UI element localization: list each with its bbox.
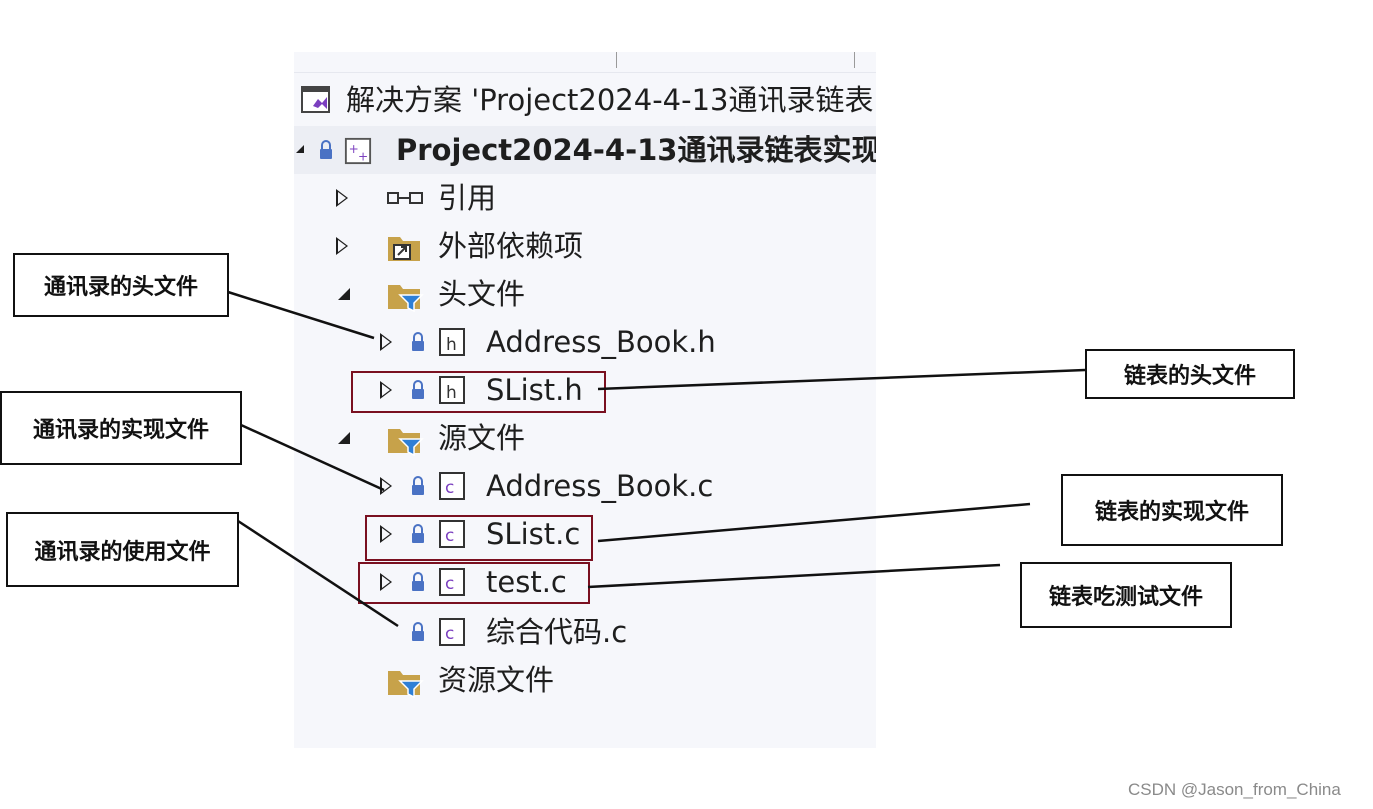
svg-text:h: h: [446, 383, 457, 403]
expand-arrow-icon[interactable]: [380, 333, 392, 351]
expanded-arrow-icon[interactable]: [338, 288, 350, 300]
highlight-box: [351, 371, 606, 413]
panel-toolbar-strip: [294, 52, 876, 73]
c-file-icon: c: [439, 568, 465, 596]
references-icon: [387, 192, 423, 204]
svg-text:c: c: [445, 478, 454, 498]
highlight-box: [365, 515, 593, 561]
source-folder-label: 源文件: [438, 421, 526, 455]
callout-address-use: 通讯录的使用文件: [6, 512, 239, 587]
svg-text:c: c: [445, 526, 454, 546]
callout-slist-impl: 链表的实现文件: [1061, 474, 1283, 546]
svg-text:+: +: [358, 149, 368, 163]
c-file-icon: c: [439, 472, 465, 500]
filter-folder-icon: [388, 285, 424, 313]
svg-text:c: c: [445, 574, 454, 594]
highlight-box: [358, 562, 590, 604]
toolbar-separator: [616, 52, 617, 68]
solution-explorer-panel: 解决方案 'Project2024-4-13通讯录链表 + + Project2…: [294, 52, 876, 748]
tree-item-source-file[interactable]: c Address_Book.c: [294, 462, 876, 510]
expand-arrow-icon[interactable]: [380, 381, 392, 399]
svg-text:+: +: [349, 142, 359, 156]
filter-folder-icon: [388, 671, 424, 699]
watermark: CSDN @Jason_from_China: [1128, 780, 1341, 799]
tree-item-header-file[interactable]: h Address_Book.h: [294, 318, 876, 366]
c-file-icon: c: [439, 618, 465, 646]
tree-item-source-folder[interactable]: 源文件: [294, 414, 876, 462]
lock-icon: [412, 622, 424, 641]
lock-icon: [412, 332, 424, 351]
expand-arrow-icon[interactable]: [296, 145, 304, 153]
tree-item-source-file[interactable]: c test.c: [294, 558, 876, 606]
tree-item-header-folder[interactable]: 头文件: [294, 270, 876, 318]
c-file-icon: c: [439, 520, 465, 548]
callout-address-impl: 通讯录的实现文件: [0, 391, 242, 465]
tree-item-references[interactable]: 引用: [294, 174, 876, 222]
filter-folder-icon: [388, 429, 424, 457]
file-label: Address_Book.h: [486, 325, 716, 359]
file-label: SList.c: [486, 517, 581, 551]
expanded-arrow-icon[interactable]: [338, 432, 350, 444]
tree-item-source-file[interactable]: c 综合代码.c: [294, 608, 876, 656]
solution-label: 解决方案 'Project2024-4-13通讯录链表: [346, 83, 874, 117]
callout-slist-header: 链表的头文件: [1085, 349, 1295, 399]
lock-icon: [320, 140, 332, 159]
project-label: Project2024-4-13通讯录链表实现: [396, 133, 876, 167]
file-label: SList.h: [486, 373, 583, 407]
svg-text:h: h: [446, 335, 457, 355]
lock-icon: [412, 380, 424, 399]
cpp-project-icon: + +: [344, 137, 372, 165]
toolbar-separator: [854, 52, 855, 68]
tree-item-external-deps[interactable]: 外部依赖项: [294, 222, 876, 270]
resource-folder-label: 资源文件: [438, 663, 555, 697]
tree-item-resource-folder[interactable]: 资源文件: [294, 656, 876, 704]
solution-icon: [301, 86, 330, 113]
external-deps-folder-icon: [388, 237, 420, 261]
callout-slist-test: 链表吃测试文件: [1020, 562, 1232, 628]
header-file-icon: h: [439, 328, 465, 356]
svg-text:c: c: [445, 624, 454, 644]
references-label: 引用: [438, 181, 497, 215]
header-file-icon: h: [439, 376, 465, 404]
file-label: 综合代码.c: [486, 615, 628, 649]
expand-arrow-icon[interactable]: [380, 477, 392, 495]
tree-item-solution[interactable]: 解决方案 'Project2024-4-13通讯录链表: [294, 76, 876, 124]
tree-item-header-file[interactable]: h SList.h: [294, 366, 876, 414]
expand-arrow-icon[interactable]: [336, 237, 348, 255]
lock-icon: [412, 476, 424, 495]
expand-arrow-icon[interactable]: [336, 189, 348, 207]
file-label: Address_Book.c: [486, 469, 714, 503]
lock-icon: [412, 524, 424, 543]
header-folder-label: 头文件: [438, 277, 526, 311]
callout-address-header: 通讯录的头文件: [13, 253, 229, 317]
lock-icon: [412, 572, 424, 591]
external-deps-label: 外部依赖项: [438, 229, 584, 263]
tree-item-project[interactable]: + + Project2024-4-13通讯录链表实现: [294, 126, 876, 174]
file-label: test.c: [486, 565, 567, 599]
